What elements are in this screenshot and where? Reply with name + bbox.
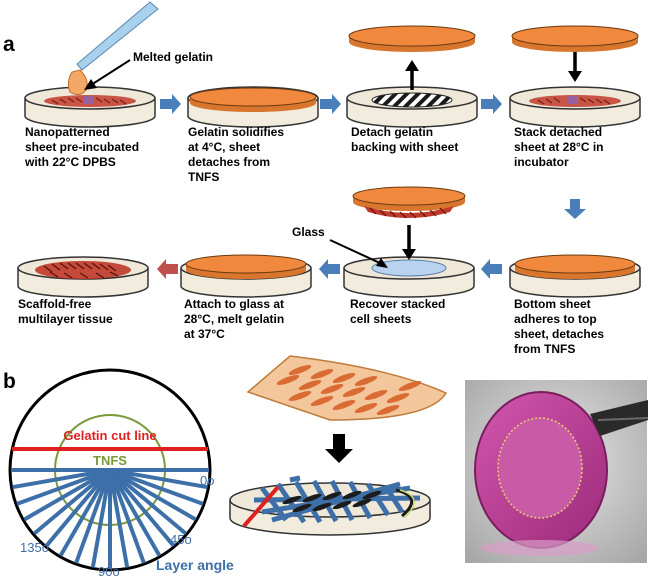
layer-angle-ray [108,468,162,557]
flow-arrow-5 [319,259,340,279]
callout-arrow-glass [329,239,388,268]
stacked-layer-lines [253,475,421,524]
flow-arrow-3 [481,94,502,114]
layer-angle-ray [90,469,112,568]
layer-angle-ray [108,468,188,536]
cut-line-label: Gelatin cut line [63,428,156,443]
flow-arrow-down [564,199,586,219]
caption-step-7: Attach to glass at 28°C, melt gelatin at… [184,297,288,341]
angle-label-45: 45o [170,532,192,547]
caption-step-6: Recover stacked cell sheets [350,297,449,326]
layer-angle-ray [32,468,112,536]
dish-3-detach [346,25,478,128]
layer-angle-ray [16,468,111,506]
flow-arrow-1 [160,94,181,114]
dish-6-attach-glass [180,254,312,298]
flow-arrow-4 [481,259,502,279]
flow-arrow-2 [320,94,341,114]
tissue-outline [497,417,583,519]
caption-step-1: Nanopatterned sheet pre-incubated with 2… [24,125,142,169]
tweezers-icon [590,400,648,436]
layer-angle-ray [109,468,204,506]
dish-2-gelatin-solidified [187,86,319,128]
layer-angle-ray [58,468,112,557]
callout-melted-gelatin: Melted gelatin [133,50,213,64]
layer-angle-label: Layer angle [156,557,234,573]
gelatin-sheet-with-cells [246,355,448,421]
caption-step-5: Bottom sheet adheres to top sheet, detac… [514,297,607,356]
caption-step-4: Stack detached sheet at 28°C in incubato… [514,125,607,169]
flow-arrow-6-final [157,259,178,279]
dish-4-stack [509,25,641,128]
layer-angle-ray [12,468,111,490]
layer-angle-ray [23,468,112,522]
angle-label-0: 0o [200,473,214,488]
angle-label-90: 90o [98,564,120,578]
layer-angle-diagram: Gelatin cut line TNFS 0o 45o 90o 135o La… [8,368,234,578]
rotation-arrow-icon [395,488,413,518]
dish-5-tissue [17,256,149,298]
panel-label-b: b [3,370,16,393]
tissue-photo [465,380,649,563]
cut-line-on-dish [242,485,280,528]
panel-label-a: a [3,33,15,56]
caption-step-3: Detach gelatin backing with sheet [351,125,458,154]
caption-step-8: Scaffold-free multilayer tissue [18,297,113,326]
layer-angle-rays [11,468,209,569]
layer-angle-ray [108,469,130,568]
tnfs-label: TNFS [93,453,127,468]
layer-angle-ray [108,468,176,548]
dish-stacked-layers [229,475,431,536]
dish-1-nanopatterned [24,86,156,128]
stacked-cells [282,490,382,513]
layer-angle-ray [109,468,208,490]
dish-7-recover [343,186,475,298]
callout-arrow-melted-gelatin [84,59,131,90]
layer-angle-ray [44,468,112,548]
angle-label-135: 135o [20,540,49,555]
pipette-icon [67,1,159,96]
caption-step-2: Gelatin solidifies at 4°C, sheet detache… [188,125,287,184]
layer-angle-ray [74,469,112,564]
callout-glass: Glass [292,225,325,239]
layer-angle-ray [108,469,146,564]
dish-8-adheres [509,254,641,298]
down-arrow-b [325,434,353,463]
layer-angle-ray [108,468,197,522]
